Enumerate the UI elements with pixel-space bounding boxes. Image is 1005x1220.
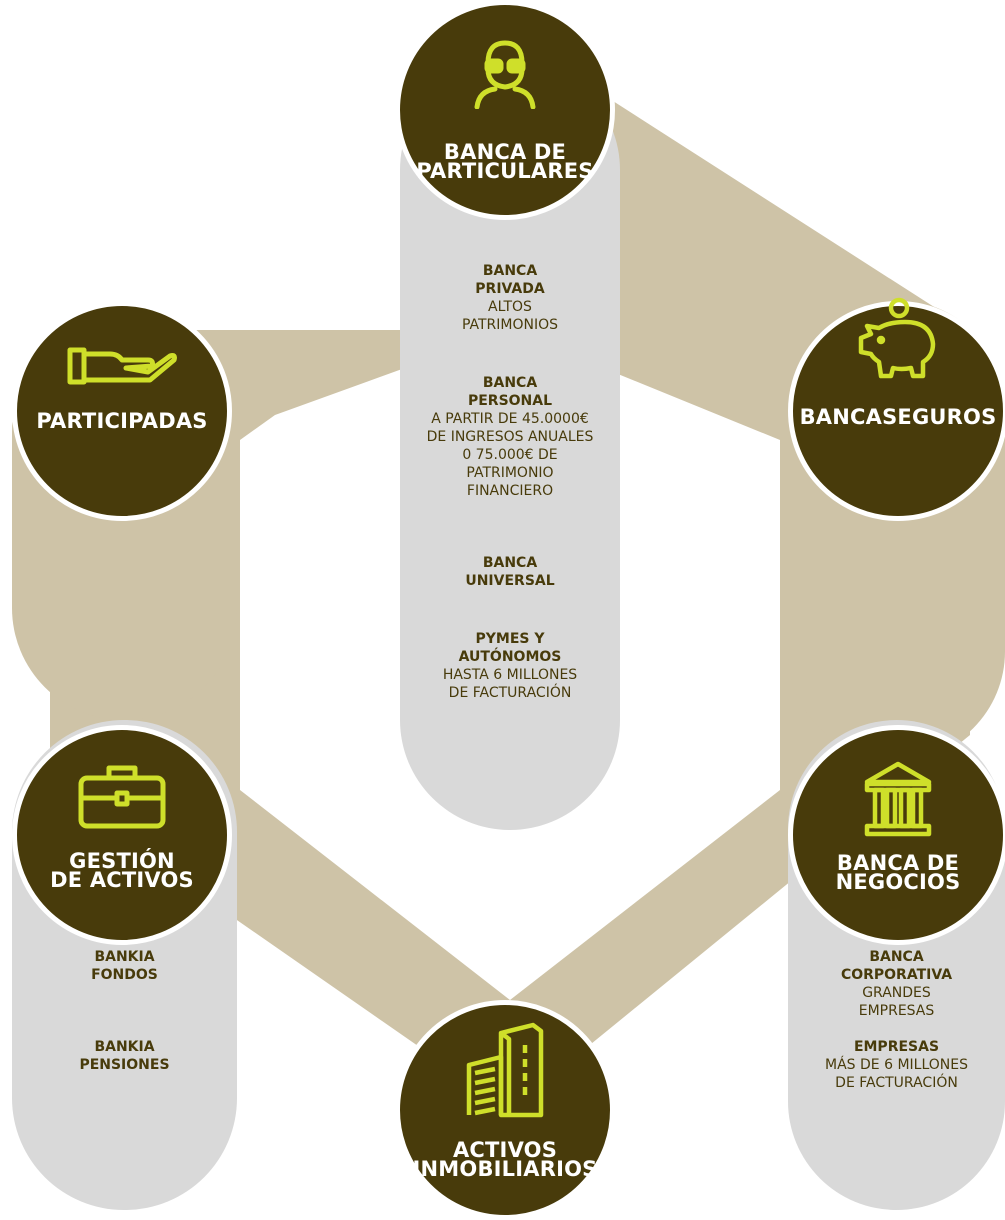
gestion-node: GESTIÓN DE ACTIVOS (12, 725, 232, 945)
list-item: BANCA PRIVADA ALTOS PATRIMONIOS (461, 263, 559, 333)
list-item: EMPRESAS MÁS DE 6 MILLONES DE FACTURACIÓ… (825, 1039, 968, 1091)
negocios-title: BANCA DE NEGOCIOS (835, 851, 961, 894)
bancaseguros-node: BANCASEGUROS (788, 297, 1005, 521)
particulares-node: BANCA DE PARTICULARES (395, 0, 615, 220)
briefcase-icon (78, 765, 166, 829)
list-item: BANCA UNIVERSAL (465, 555, 555, 589)
bancaseguros-title: BANCASEGUROS (799, 405, 997, 429)
piggy-bank-icon (858, 297, 936, 379)
person-glasses-icon (474, 40, 536, 109)
participadas-title: PARTICIPADAS (36, 409, 208, 433)
hand-icon (67, 347, 177, 385)
inmobiliarios-node: ACTIVOS INMOBILIARIOS (395, 1000, 615, 1220)
bank-building-icon (864, 761, 932, 837)
list-item: BANKIA FONDOS (91, 949, 158, 983)
list-item: BANKIA PENSIONES (79, 1039, 170, 1073)
negocios-node: BANCA DE NEGOCIOS (788, 725, 1005, 945)
particulares-title: BANCA DE PARTICULARES (416, 140, 594, 183)
gestion-title: GESTIÓN DE ACTIVOS (50, 849, 194, 892)
list-item: BANCA PERSONAL A PARTIR DE 45.0000€ DE I… (426, 375, 594, 499)
buildings-icon (466, 1022, 544, 1118)
list-item: BANCA CORPORATIVA GRANDES EMPRESAS (840, 949, 953, 1019)
participadas-node: PARTICIPADAS (12, 301, 232, 521)
hexagon-ring (50, 35, 970, 1110)
list-item: PYMES Y AUTÓNOMOS HASTA 6 MILLONES DE FA… (442, 631, 578, 701)
inmobiliarios-title: ACTIVOS INMOBILIARIOS (412, 1138, 598, 1181)
